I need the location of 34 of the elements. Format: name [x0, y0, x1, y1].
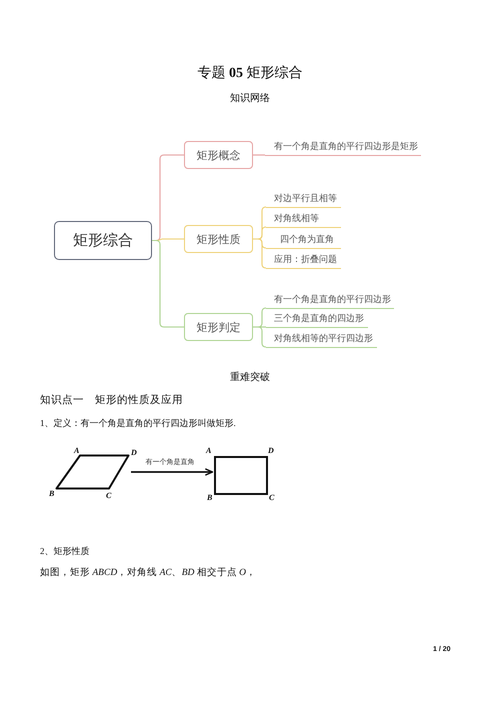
rectangle: [214, 456, 268, 495]
branch-topic-box: 矩形概念: [184, 141, 253, 169]
subsection-heading: 2、矩形性质: [40, 545, 90, 558]
connector-line: [253, 238, 267, 269]
connector-line: [253, 326, 267, 348]
leaf-topic: 四个角为直角: [266, 234, 341, 248]
branch-topic-box: 矩形判定: [184, 313, 253, 341]
leaf-topic: 应用：折叠问题: [266, 254, 341, 268]
section-heading: 重难突破: [230, 370, 270, 384]
leaf-topic: 对角线相等: [266, 213, 341, 228]
leaf-topic: 有一个角是直角的平行四边形: [266, 294, 394, 308]
arrow: [131, 468, 214, 476]
vertex-label: D: [131, 449, 137, 457]
vertex-label: A: [206, 447, 212, 455]
definition-text: 1、定义：有一个角是直角的平行四边形叫做矩形.: [40, 417, 236, 430]
connector-line: [152, 240, 184, 328]
vertex-label: A: [74, 447, 80, 455]
page-title: 专题 05 矩形综合: [198, 64, 302, 82]
connector-line: [253, 154, 265, 156]
vertex-label: C: [269, 494, 274, 502]
leaf-topic: 三个角是直角的四边形: [266, 313, 368, 328]
leaf-topic: 对角线相等的平行四边形: [266, 333, 377, 348]
vertex-label: B: [207, 494, 212, 502]
section-heading: 知识网络: [230, 92, 270, 105]
vertex-label: B: [49, 490, 54, 498]
branch-topic-box: 矩形性质: [184, 225, 253, 253]
leaf-topic: 对边平行且相等: [266, 193, 341, 208]
central-topic-box: 矩形综合: [54, 221, 152, 260]
vertex-label: D: [268, 447, 274, 455]
vertex-label: C: [106, 492, 112, 500]
subsection-heading: 知识点一 矩形的性质及应用: [40, 393, 183, 407]
leaf-topic: 有一个角是直角的平行四边形是矩形: [265, 141, 421, 156]
parallelogram: [55, 454, 130, 490]
body-text: 如图，矩形 ABCD，对角线 AC、BD 相交于点 O，: [40, 566, 256, 579]
